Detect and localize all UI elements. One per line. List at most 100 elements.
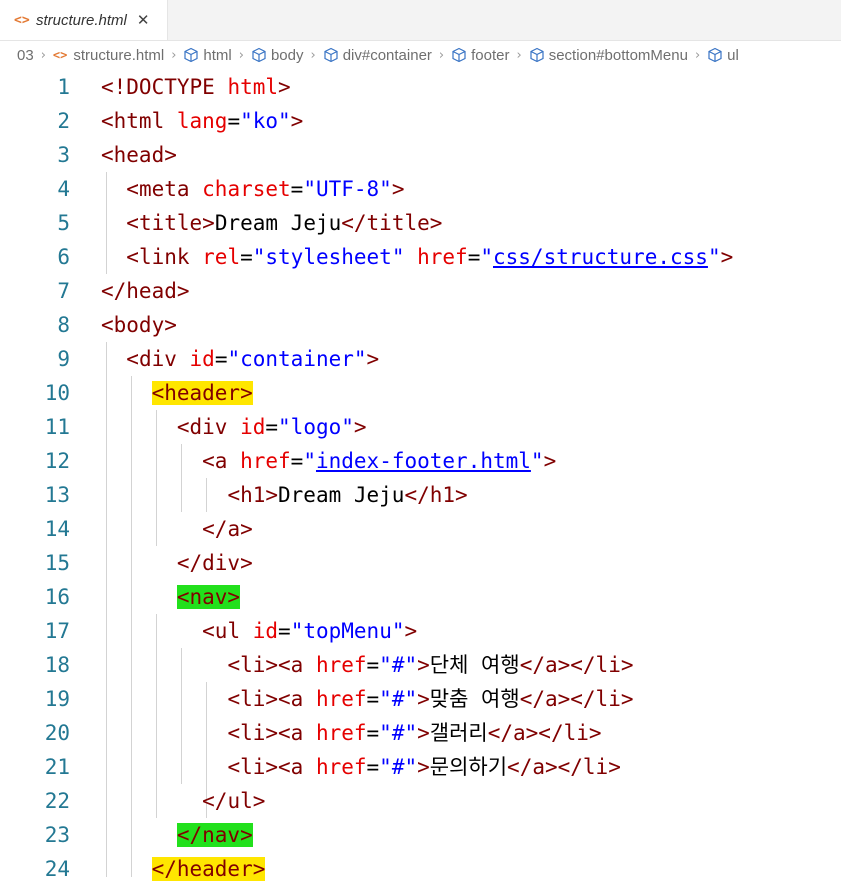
code-line: 14 </a> xyxy=(0,512,841,546)
code-token: = xyxy=(227,109,241,133)
line-code[interactable]: <nav> xyxy=(101,580,241,614)
breadcrumb-item-file[interactable]: <>structure.html xyxy=(52,46,165,64)
code-token: = xyxy=(290,177,304,201)
line-code[interactable]: <title>Dream Jeju</title> xyxy=(101,206,442,240)
code-token: "#" xyxy=(379,755,418,779)
close-icon[interactable]: ✕ xyxy=(136,12,150,29)
code-line: 15 </div> xyxy=(0,546,841,580)
code-token: > xyxy=(720,245,734,269)
chevron-right-icon: › xyxy=(310,47,316,63)
code-line: 7 </head> xyxy=(0,274,841,308)
line-code[interactable]: <head> xyxy=(101,138,177,172)
code-token: <title> xyxy=(126,211,215,235)
cube-icon xyxy=(452,47,466,63)
line-number: 20 xyxy=(44,721,70,745)
code-token: <ul xyxy=(202,619,241,643)
line-code[interactable]: <h1>Dream Jeju</h1> xyxy=(101,478,467,512)
code-token: href xyxy=(303,721,367,745)
code-token: href xyxy=(227,449,291,473)
code-token: href xyxy=(303,687,367,711)
code-token: "#" xyxy=(379,721,418,745)
code-token: Dream Jeju xyxy=(278,483,405,507)
line-number: 24 xyxy=(44,857,70,881)
breadcrumb-item-html[interactable]: html xyxy=(183,47,232,64)
line-code[interactable]: <a href="index-footer.html"> xyxy=(101,444,556,478)
code-line: 20 <li><a href="#">갤러리</a></li> xyxy=(0,716,841,750)
line-code[interactable]: </a> xyxy=(101,512,253,546)
line-number: 5 xyxy=(57,211,70,235)
code-token: <link xyxy=(126,245,190,269)
code-editor[interactable]: 1 <!DOCTYPE html> 2 <html lang="ko"> 3 <… xyxy=(0,70,841,881)
line-code[interactable]: </div> xyxy=(101,546,253,580)
indent-guide xyxy=(181,444,182,512)
breadcrumb-item-body[interactable]: body xyxy=(251,47,303,64)
line-code[interactable]: <body> xyxy=(101,308,177,342)
code-token: = xyxy=(290,449,304,473)
code-token: "logo" xyxy=(278,415,354,439)
code-line: 13 <h1>Dream Jeju</h1> xyxy=(0,478,841,512)
code-token: <li><a xyxy=(227,755,304,779)
breadcrumb-item-footer[interactable]: footer xyxy=(451,47,509,64)
code-line: 2 <html lang="ko"> xyxy=(0,104,841,138)
code-token: > xyxy=(404,619,418,643)
line-number: 22 xyxy=(44,789,70,813)
line-code[interactable]: <ul id="topMenu"> xyxy=(101,614,417,648)
line-number: 12 xyxy=(44,449,70,473)
code-token: " xyxy=(530,449,544,473)
line-code[interactable]: <div id="logo"> xyxy=(101,410,367,444)
line-code[interactable]: <li><a href="#">단체 여행</a></li> xyxy=(101,648,634,682)
cube-icon xyxy=(252,47,266,63)
cube-icon xyxy=(184,47,199,63)
indent-guide xyxy=(106,342,107,877)
line-code[interactable]: <div id="container"> xyxy=(101,342,379,376)
code-line: 18 <li><a href="#">단체 여행</a></li> xyxy=(0,648,841,682)
code-token: id xyxy=(240,619,279,643)
line-code[interactable]: </head> xyxy=(101,274,190,308)
line-code[interactable]: <meta charset="UTF-8"> xyxy=(101,172,404,206)
nav-open-tag-highlight: <nav> xyxy=(176,585,241,609)
line-code[interactable]: <li><a href="#">맞춤 여행</a></li> xyxy=(101,682,633,716)
line-code[interactable]: <li><a href="#">갤러리</a></li> xyxy=(101,716,601,750)
code-token: <!DOCTYPE xyxy=(101,75,228,99)
line-number: 9 xyxy=(57,347,70,371)
line-number: 8 xyxy=(57,313,70,337)
code-token: <div xyxy=(176,415,228,439)
code-token: id xyxy=(227,415,266,439)
href-link[interactable]: index-footer.html xyxy=(315,449,531,473)
code-line: 21 <li><a href="#">문의하기</a></li> xyxy=(0,750,841,784)
code-token: > xyxy=(353,415,367,439)
code-token: = xyxy=(240,245,253,269)
code-line: 11 <div id="logo"> xyxy=(0,410,841,444)
breadcrumb-item-bottommenu[interactable]: section#bottomMenu xyxy=(529,47,688,64)
line-number: 18 xyxy=(44,653,70,677)
code-token: "ko" xyxy=(240,109,291,133)
code-token: "#" xyxy=(379,687,418,711)
breadcrumb-item-folder[interactable]: 03 xyxy=(17,46,34,64)
line-code[interactable]: </header> xyxy=(101,852,266,886)
code-token: "stylesheet" xyxy=(252,245,405,269)
line-code[interactable]: </ul> xyxy=(101,784,265,818)
code-token: </a></li> xyxy=(519,653,634,677)
code-token: charset xyxy=(189,177,291,201)
breadcrumb-item-ul[interactable]: ul xyxy=(707,47,739,64)
line-code[interactable]: <html lang="ko"> xyxy=(101,104,303,138)
line-code[interactable]: <header> xyxy=(101,376,253,410)
code-line: 19 <li><a href="#">맞춤 여행</a></li> xyxy=(0,682,841,716)
code-token: <li><a xyxy=(227,687,304,711)
breadcrumb-item-container[interactable]: div#container xyxy=(323,47,432,64)
line-code[interactable]: <!DOCTYPE html> xyxy=(101,70,291,104)
chevron-right-icon: › xyxy=(238,47,244,63)
code-token: 문의하기 xyxy=(429,755,508,779)
line-code[interactable]: <link rel="stylesheet" href="css/structu… xyxy=(101,240,733,274)
line-number: 14 xyxy=(44,517,70,541)
code-token: id xyxy=(176,347,215,371)
line-number: 1 xyxy=(57,75,70,99)
indent-guide xyxy=(206,682,207,818)
editor-tab[interactable]: <> structure.html ✕ xyxy=(0,0,168,40)
line-code[interactable]: <li><a href="#">문의하기</a></li> xyxy=(101,750,620,784)
line-code[interactable]: </nav> xyxy=(101,818,253,852)
tab-bar: <> structure.html ✕ xyxy=(0,0,841,41)
code-token: = xyxy=(265,415,279,439)
line-number: 3 xyxy=(57,143,70,167)
href-link[interactable]: css/structure.css xyxy=(493,245,708,269)
